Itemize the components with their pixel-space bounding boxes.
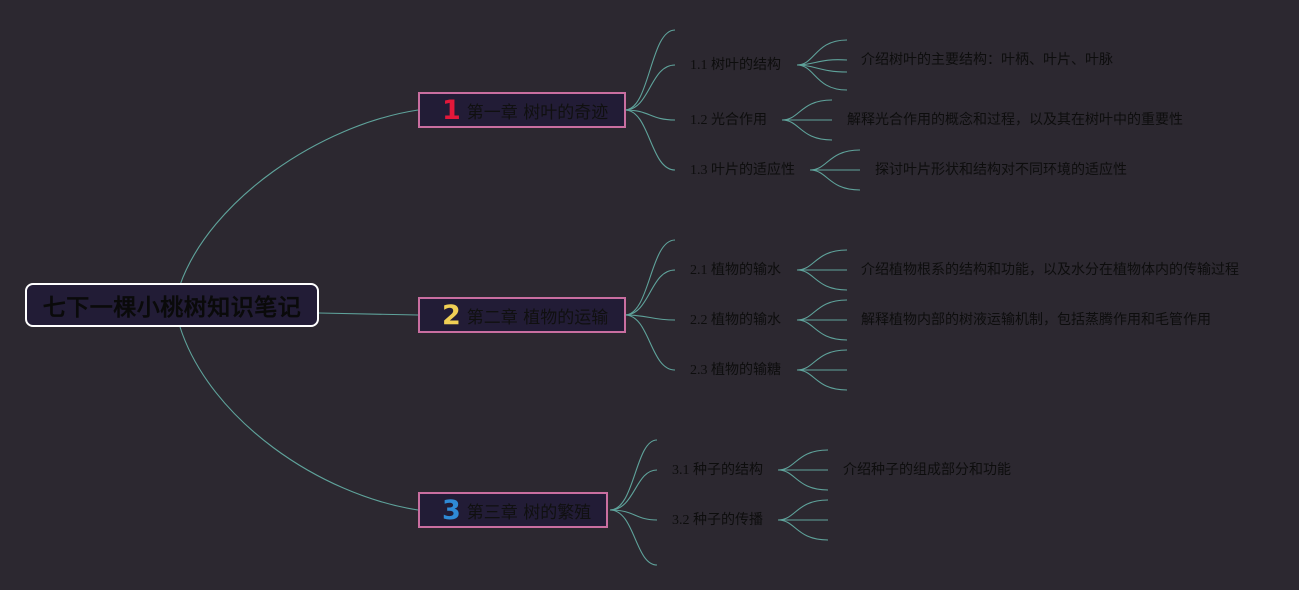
section-desc-1-1[interactable]: 介绍树叶的主要结构：叶柄、叶片、叶脉 (861, 53, 1113, 68)
chapter-node-2[interactable]: 2 第二章 植物的运输 (418, 297, 626, 333)
chapter-number-2: 2 (442, 299, 461, 331)
section-desc-2-2[interactable]: 解释植物内部的树液运输机制，包括蒸腾作用和毛管作用 (861, 313, 1211, 328)
chapter-title-1: 第一章 树叶的奇迹 (466, 102, 609, 123)
chapter-node-1[interactable]: 1 第一章 树叶的奇迹 (418, 92, 626, 128)
section-node-1-1[interactable]: 1.1 树叶的结构 (690, 58, 781, 73)
connector-root-ch2 (318, 312, 419, 316)
chapter-number-3: 3 (442, 494, 461, 526)
section-desc-2-1[interactable]: 介绍植物根系的结构和功能，以及水分在植物体内的传输过程 (861, 263, 1239, 278)
connector-root-ch1 (179, 109, 419, 286)
root-node[interactable]: 七下一棵小桃树知识笔记 (25, 283, 319, 327)
chapter-title-3: 第三章 树的繁殖 (466, 502, 592, 523)
connector-root-ch3 (179, 326, 419, 511)
chapter-title-2: 第二章 植物的运输 (466, 307, 609, 328)
section-node-3-1[interactable]: 3.1 种子的结构 (672, 463, 763, 478)
chapter-node-3[interactable]: 3 第三章 树的繁殖 (418, 492, 608, 528)
section-node-3-2[interactable]: 3.2 种子的传播 (672, 513, 763, 528)
section-node-1-2[interactable]: 1.2 光合作用 (690, 113, 767, 128)
section-desc-1-3[interactable]: 探讨叶片形状和结构对不同环境的适应性 (875, 163, 1127, 178)
section-desc-3-1[interactable]: 介绍种子的组成部分和功能 (843, 463, 1011, 478)
section-node-2-2[interactable]: 2.2 植物的输水 (690, 313, 781, 328)
section-node-2-3[interactable]: 2.3 植物的输糖 (690, 363, 781, 378)
root-title: 七下一棵小桃树知识笔记 (42, 295, 302, 321)
section-desc-1-2[interactable]: 解释光合作用的概念和过程，以及其在树叶中的重要性 (847, 113, 1183, 128)
chapter-number-1: 1 (442, 94, 461, 126)
section-node-1-3[interactable]: 1.3 叶片的适应性 (690, 163, 795, 178)
section-node-2-1[interactable]: 2.1 植物的输水 (690, 263, 781, 278)
